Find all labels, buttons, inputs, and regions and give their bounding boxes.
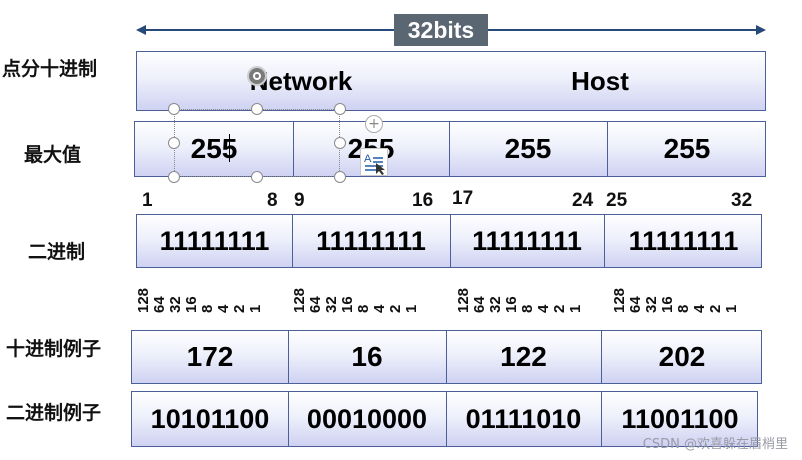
rotate-handle-icon[interactable] (247, 66, 267, 86)
decimal-octet-3: 122 (500, 341, 547, 372)
max-octet-3: 255 (504, 133, 552, 164)
bit-weight: 8 (675, 304, 692, 313)
bit-weight: 128 (135, 287, 152, 313)
binary-octet-4: 11111111 (628, 225, 739, 256)
selection-frame[interactable] (174, 109, 340, 177)
bit-weight: 64 (151, 296, 168, 313)
bit-weight: 16 (183, 296, 200, 313)
bit-weight: 16 (503, 296, 520, 313)
network-host-row: Network Host (136, 51, 766, 111)
bit-number: 25 (606, 190, 628, 211)
resize-handle-tr[interactable] (334, 103, 346, 115)
label-max-value: 最大值 (24, 144, 82, 166)
host-label: Host (571, 65, 629, 96)
bit-width-arrow: 32bits (136, 14, 766, 46)
bit-weight: 4 (215, 304, 232, 313)
bit-weight: 2 (707, 304, 724, 313)
bit-weight: 16 (339, 296, 356, 313)
resize-handle-bl[interactable] (168, 171, 180, 183)
bit-number: 32 (731, 190, 753, 211)
bit-weight: 128 (611, 287, 628, 313)
bit-weight: 32 (323, 296, 340, 313)
add-element-icon[interactable]: + (365, 115, 383, 133)
label-decimal-example: 十进制例子 (6, 338, 102, 360)
bit-number: 17 (452, 188, 474, 209)
bit-weight: 8 (355, 304, 372, 313)
label-binary: 二进制 (28, 241, 86, 263)
decimal-octet-4: 202 (658, 341, 706, 372)
binary-octet-2: 11111111 (316, 225, 426, 256)
binary-example-octet-3: 01111010 (465, 403, 582, 434)
network-label: Network (249, 65, 353, 96)
bit-number: 1 (142, 190, 153, 211)
resize-handle-bm[interactable] (251, 171, 263, 183)
resize-handle-mr[interactable] (334, 137, 346, 149)
max-octet-4: 255 (663, 133, 711, 164)
decimal-octet-2: 16 (351, 341, 383, 372)
bit-number: 9 (294, 190, 305, 211)
bit-weight: 32 (487, 296, 504, 313)
bit-weight: 128 (291, 287, 308, 313)
bits-badge: 32bits (394, 14, 488, 46)
binary-example-octet-2: 00010000 (306, 403, 428, 434)
bit-weight: 64 (627, 296, 644, 313)
bit-number: 8 (267, 190, 278, 211)
resize-handle-tl[interactable] (168, 103, 180, 115)
bit-weight: 2 (551, 304, 568, 313)
binary-octet-1: 11111111 (159, 225, 270, 256)
bit-weight: 8 (199, 304, 216, 313)
bit-weight: 16 (659, 296, 676, 313)
bit-weight: 32 (167, 296, 184, 313)
svg-text:A: A (364, 153, 372, 165)
bit-number: 24 (572, 190, 594, 211)
decimal-octet-1: 172 (186, 341, 234, 372)
layout-options-icon[interactable]: A (360, 148, 388, 176)
binary-row: 11111111 11111111 11111111 11111111 (136, 214, 762, 268)
bit-weight: 8 (519, 304, 536, 313)
bit-weight: 32 (643, 296, 660, 313)
resize-handle-br[interactable] (334, 171, 346, 183)
bit-weight: 4 (371, 304, 388, 313)
binary-example-row: 10101100 00010000 01111010 11001100 (131, 391, 758, 447)
bit-number: 16 (412, 190, 434, 211)
bit-weight: 4 (535, 304, 552, 313)
bit-weight: 1 (247, 304, 264, 313)
label-dotted-decimal: 点分十进制 (2, 58, 98, 80)
binary-octet-3: 11111111 (472, 225, 582, 256)
decimal-example-row: 172 16 122 202 (131, 330, 762, 384)
text-wrap-icon: A (364, 153, 385, 175)
label-binary-example: 二进制例子 (6, 402, 102, 424)
text-cursor (229, 134, 230, 162)
bit-weight: 128 (455, 287, 472, 313)
bit-weight: 2 (231, 304, 248, 313)
bit-weight: 64 (471, 296, 488, 313)
bit-weight: 1 (723, 304, 740, 313)
bit-weight: 1 (403, 304, 420, 313)
binary-example-octet-1: 10101100 (150, 403, 270, 434)
bit-weight: 1 (567, 304, 584, 313)
resize-handle-ml[interactable] (168, 137, 180, 149)
bit-weight: 64 (307, 296, 324, 313)
watermark: CSDN @欢喜躲在眉梢里 (642, 437, 788, 452)
bit-weight: 2 (387, 304, 404, 313)
resize-handle-tm[interactable] (251, 103, 263, 115)
bit-weight: 4 (691, 304, 708, 313)
binary-example-octet-4: 11001100 (621, 403, 739, 434)
